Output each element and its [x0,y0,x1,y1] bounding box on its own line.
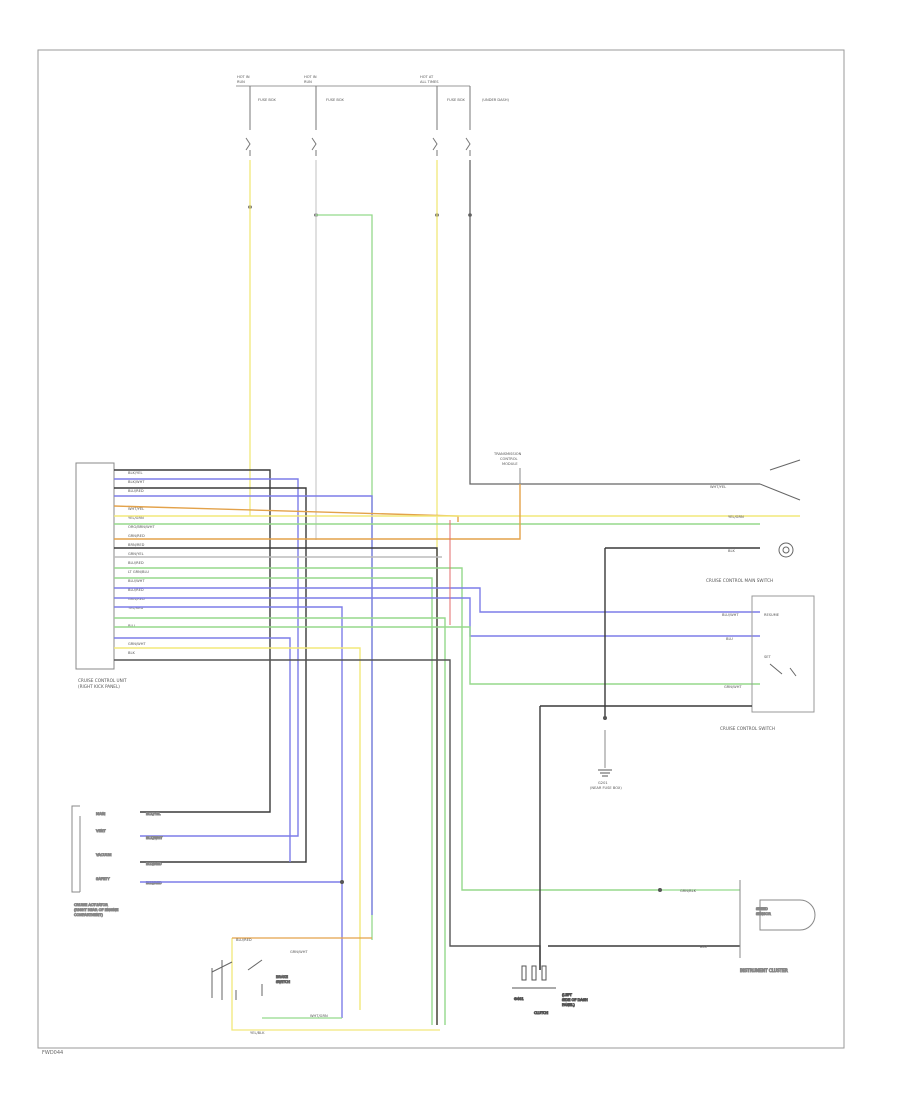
footer-code: FWD044 [42,1050,63,1056]
pin-8-label: GRN/RED [128,534,145,538]
brake-bottom-wire2-label: YEL/BLK [250,1031,265,1035]
ground-lower-label: G401 [514,997,524,1001]
main-switch-wire2-label: YEL/GRN [728,515,744,519]
pin-14-label: BLU/RED [128,588,144,592]
fuse-box-1: FUSE BOX [258,98,276,102]
speed-wire-label: GRN/BLK [680,889,697,893]
tcm-label-3: MODULE [502,462,518,466]
brake-switch-label-2: SWITCH [276,980,290,984]
pin-15-label: GRN/RED [128,597,145,601]
control-unit-pin-labels: BLK/YEL BLK/WHT BLU/RED WHT/YEL YEL/GRN … [128,471,155,655]
brake-top-wire-label: BLU/RED [236,938,252,942]
ground-upper: G201 (NEAR FUSE BOX) [590,716,622,790]
ground-upper-note: (NEAR FUSE BOX) [590,786,622,790]
actuator-pin-vacuum: VACUUM [96,853,112,857]
actuator-pin-safety: SAFETY [96,877,110,881]
clutch-label: CLUTCH [534,1011,548,1015]
pin-17-label: BLU [128,624,135,628]
actuator-wire-1: BLK/YEL [146,812,161,816]
pin-11-label: BLU/RED [128,561,144,565]
pin-2-label: BLK/WHT [128,480,145,484]
pin-9-label: BRN/RED [128,543,145,547]
actuator-leads [140,880,344,884]
pin-1-label: BLK/YEL [128,471,143,475]
speed-sensor-label-2: SENSOR [756,912,771,916]
pin-10-label: GRN/YEL [128,552,144,556]
diagram-frame [37,49,845,1049]
main-switch-ground-label: BLK [728,549,735,553]
cruise-switch-caption: CRUISE CONTROL SWITCH [720,726,775,731]
ground-lower-note-3: PANEL) [562,1003,575,1007]
main-switch-caption: CRUISE CONTROL MAIN SWITCH [706,578,773,583]
fuse-label-2: HOT IN [304,75,317,79]
fuse-label-1: HOT IN [237,75,250,79]
resume-wire-label: BLU [726,637,733,641]
pin-12-label: LT GRN/BLU [128,570,149,574]
cruise-control-unit: CRUISE CONTROL UNIT (RIGHT KICK PANEL) [75,462,127,689]
pin-6-label: YEL/GRN [128,516,144,520]
pin-7-label: ORG/BRN/WHT [128,525,155,529]
actuator-wire-3: BLU/RED [146,862,162,866]
cluster-wire-label: BLK [700,945,707,949]
cs-wire-label: GRN/WHT [724,685,742,689]
fuse-sub-3: ALL TIMES [420,80,439,84]
pin-16-label: YEL/RED [128,606,143,610]
cruise-actuator: MAIN VENT VACUUM SAFETY BLK/YEL BLK/WHT … [71,805,164,918]
cruise-control-unit-label: CRUISE CONTROL UNIT [78,678,127,683]
fuse-label-3: HOT AT [420,75,434,79]
brake-top-wire2-label: GRN/WHT [290,950,308,954]
transmission-control-module: TRANSMISSION CONTROL MODULE [493,452,522,484]
ground-upper-label: G201 [598,781,608,785]
fuse-box-2: FUSE BOX [326,98,344,102]
tcm-label-2: CONTROL [500,457,518,461]
pin-19-label: BLK [128,651,135,655]
feed-wires [249,160,760,1025]
actuator-wire-4: BLU/RED [146,881,162,885]
main-switch-wire-label: WHT/YEL [710,485,726,489]
fuse-box-note: (UNDER DASH) [482,98,510,102]
control-unit-harness [113,469,800,1025]
ground-lower: G401 (LEFT SIDE OF DASH PANEL) CLUTCH [512,965,589,1016]
cruise-control-unit-location: (RIGHT KICK PANEL) [78,684,120,689]
pin-18-label: GRN/WHT [128,642,146,646]
actuator-pin-main: MAIN [96,812,106,816]
speed-sensor-label-1: SPEED [756,907,768,911]
ground-lower-note-1: (LEFT [562,993,573,997]
pin-3-label: BLU/RED [128,489,144,493]
actuator-caption-1: CRUISE ACTUATOR [74,903,108,907]
brake-switch-label-1: BRAKE [276,975,289,979]
ground-lower-note-2: SIDE OF DASH [562,998,588,1002]
pin-13-label: BLU/WHT [128,579,145,583]
tcm-label-1: TRANSMISSION [493,452,522,456]
actuator-pin-vent: VENT [96,829,106,833]
fuse-box-3: FUSE BOX [447,98,465,102]
set-label: SET [764,655,772,659]
cruise-control-switch: CRUISE CONTROL MAIN SWITCH RESUME SET CR… [539,578,815,970]
actuator-caption-2: (RIGHT REAR OF ENGINE [74,908,119,912]
set-wire-label: BLU/WHT [722,613,739,617]
actuator-wire-2: BLK/WHT [146,836,163,840]
cluster-caption: INSTRUMENT CLUSTER [740,968,788,973]
instrument-cluster: SPEED SENSOR INSTRUMENT CLUSTER [548,880,816,974]
resume-label: RESUME [764,613,780,617]
fuse-sub-2: RUN [304,80,312,84]
actuator-caption-3: COMPARTMENT) [74,913,104,917]
fuse-sub-1: RUN [237,80,245,84]
brake-switch: BRAKE SWITCH [211,937,440,1031]
pin-5-label: WHT/YEL [128,507,144,511]
fuse-box-header: HOT IN RUN HOT IN RUN HOT AT ALL TIMES F… [236,75,510,217]
cruise-main-switch [604,459,801,720]
brake-bottom-wire-label: WHT/GRN [310,1014,328,1018]
